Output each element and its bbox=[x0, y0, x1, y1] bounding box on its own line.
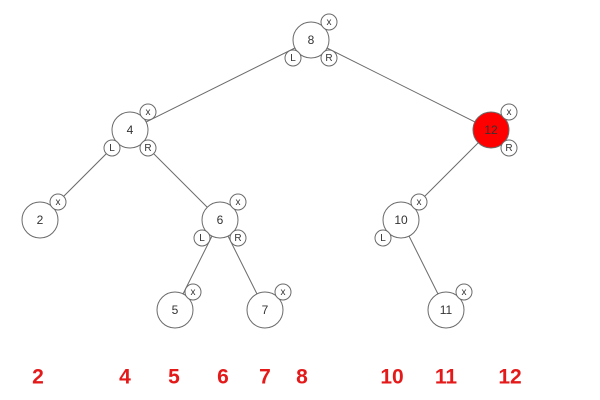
right-handle-icon[interactable] bbox=[229, 229, 247, 247]
node-circle[interactable] bbox=[472, 111, 510, 149]
tree-node-2[interactable]: 2x bbox=[21, 193, 67, 239]
left-child-button[interactable]: L bbox=[374, 229, 392, 247]
node-circle[interactable] bbox=[201, 201, 239, 239]
delete-node-button[interactable]: x bbox=[139, 103, 157, 121]
tree-node-11[interactable]: 11x bbox=[427, 283, 473, 329]
node-circle[interactable] bbox=[246, 291, 284, 329]
left-handle-icon[interactable] bbox=[374, 229, 392, 247]
edge-n8-n12 bbox=[310, 39, 492, 131]
node-circle[interactable] bbox=[21, 201, 59, 239]
right-handle-icon[interactable] bbox=[320, 49, 338, 67]
delete-icon[interactable] bbox=[410, 193, 428, 211]
right-child-button[interactable]: R bbox=[229, 229, 247, 247]
sequence-value: 5 bbox=[168, 366, 180, 389]
delete-node-button[interactable]: x bbox=[455, 283, 473, 301]
delete-node-button[interactable]: x bbox=[274, 283, 292, 301]
delete-icon[interactable] bbox=[455, 283, 473, 301]
left-handle-icon[interactable] bbox=[193, 229, 211, 247]
inorder-sequence: 2 4 5 6 7 8 10 11 12 bbox=[32, 366, 522, 389]
edges-layer bbox=[39, 39, 492, 311]
sequence-value: 11 bbox=[435, 366, 458, 389]
delete-icon[interactable] bbox=[274, 283, 292, 301]
node-circle[interactable] bbox=[382, 201, 420, 239]
sequence-value: 6 bbox=[217, 366, 229, 389]
sequence-value: 7 bbox=[259, 366, 271, 389]
delete-node-button[interactable]: x bbox=[500, 103, 518, 121]
delete-icon[interactable] bbox=[320, 13, 338, 31]
sequence-value: 4 bbox=[119, 366, 131, 389]
right-handle-icon[interactable] bbox=[139, 139, 157, 157]
delete-icon[interactable] bbox=[184, 283, 202, 301]
tree-node-5[interactable]: 5x bbox=[156, 283, 202, 329]
right-handle-icon[interactable] bbox=[500, 139, 518, 157]
node-circle[interactable] bbox=[156, 291, 194, 329]
node-circle[interactable] bbox=[292, 21, 330, 59]
delete-icon[interactable] bbox=[49, 193, 67, 211]
delete-node-button[interactable]: x bbox=[49, 193, 67, 211]
delete-node-button[interactable]: x bbox=[320, 13, 338, 31]
left-child-button[interactable]: L bbox=[193, 229, 211, 247]
node-circle[interactable] bbox=[111, 111, 149, 149]
left-child-button[interactable]: L bbox=[284, 49, 302, 67]
sequence-value: 8 bbox=[296, 366, 308, 389]
sequence-value: 2 bbox=[32, 366, 44, 389]
right-child-button[interactable]: R bbox=[500, 139, 518, 157]
sequence-value: 10 bbox=[380, 366, 403, 389]
right-child-button[interactable]: R bbox=[320, 49, 338, 67]
node-circle[interactable] bbox=[427, 291, 465, 329]
tree-node-7[interactable]: 7x bbox=[246, 283, 292, 329]
left-handle-icon[interactable] bbox=[284, 49, 302, 67]
edge-n8-n4 bbox=[129, 39, 312, 131]
delete-icon[interactable] bbox=[500, 103, 518, 121]
sequence-value: 12 bbox=[498, 366, 521, 389]
left-child-button[interactable]: L bbox=[103, 139, 121, 157]
delete-node-button[interactable]: x bbox=[410, 193, 428, 211]
delete-icon[interactable] bbox=[139, 103, 157, 121]
left-handle-icon[interactable] bbox=[103, 139, 121, 157]
delete-node-button[interactable]: x bbox=[184, 283, 202, 301]
delete-icon[interactable] bbox=[229, 193, 247, 211]
delete-node-button[interactable]: x bbox=[229, 193, 247, 211]
right-child-button[interactable]: R bbox=[139, 139, 157, 157]
